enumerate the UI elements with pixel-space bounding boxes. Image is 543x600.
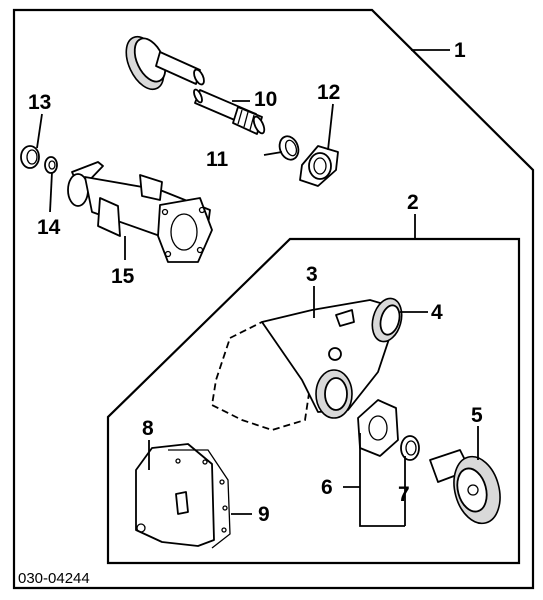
axle-housing-tube-15 — [67, 161, 213, 263]
pinion-flange-4 — [371, 297, 403, 343]
callout-7: 7 — [398, 483, 410, 506]
callout-9: 9 — [258, 503, 270, 526]
side-flange-5 — [429, 449, 501, 525]
callout-14: 14 — [37, 216, 61, 239]
seal-ring-11 — [278, 135, 300, 161]
cover-gasket-9 — [168, 449, 231, 549]
oil-seal-7 — [400, 435, 420, 461]
seal-13 — [20, 145, 40, 169]
callout-5: 5 — [471, 404, 483, 427]
axle-shaft-flange — [125, 35, 205, 91]
subassembly-outline-2 — [106, 237, 521, 565]
callout-12: 12 — [317, 81, 340, 104]
rear-cover-8 — [135, 443, 215, 547]
callout-3: 3 — [306, 263, 318, 286]
callout-4: 4 — [431, 301, 443, 324]
drive-shaft-10 — [193, 88, 266, 135]
mounting-flange-12 — [299, 145, 339, 187]
callout-6: 6 — [321, 476, 333, 499]
callout-10: 10 — [254, 88, 277, 111]
differential-carrier-3 — [211, 299, 393, 431]
reference-code: 030-04244 — [18, 570, 90, 587]
callout-2: 2 — [407, 191, 419, 214]
gasket-plate-6 — [357, 399, 399, 457]
callout-8: 8 — [142, 417, 154, 440]
callout-1: 1 — [454, 39, 466, 62]
callout-13: 13 — [28, 91, 51, 114]
assembly-outline-1 — [12, 8, 535, 590]
callout-15: 15 — [111, 265, 135, 288]
bushing-14 — [44, 156, 58, 174]
callout-11: 11 — [206, 148, 229, 171]
leader-lines — [36, 49, 479, 527]
